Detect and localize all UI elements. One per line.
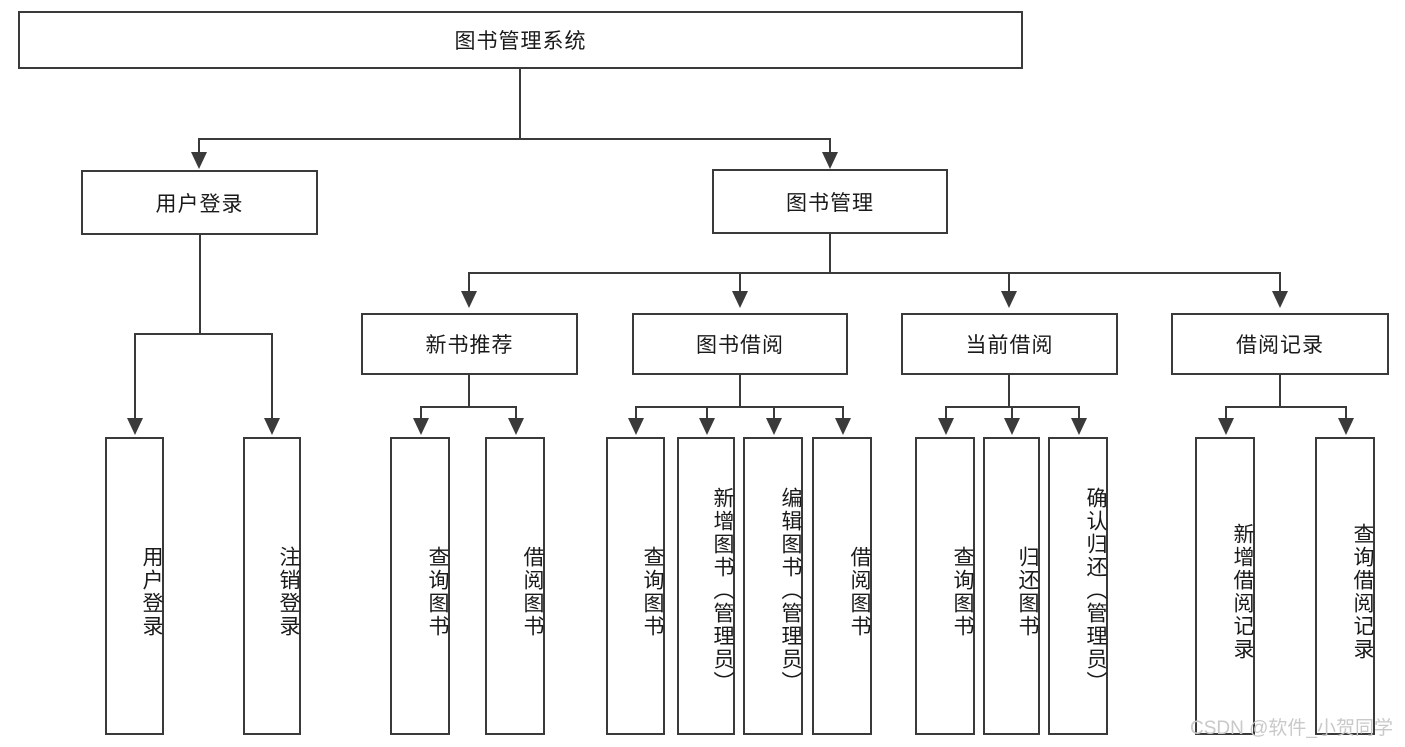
edge-root-stem (519, 69, 521, 139)
edge-user-login-stem (199, 235, 201, 334)
arrowhead-login-leaf (127, 418, 143, 435)
leaf-logout[interactable]: 注销登录 (243, 437, 301, 735)
node-root-system[interactable]: 图书管理系统 (18, 11, 1023, 69)
node-label: 查询借阅记录 (1351, 523, 1374, 661)
node-book-borrow[interactable]: 图书借阅 (632, 313, 848, 375)
node-label: 用户登录 (155, 192, 244, 216)
edge-book-mgmt-to-borrow (739, 272, 741, 294)
node-label: 注销登录 (277, 546, 300, 638)
edge-current-to-return (1011, 406, 1013, 421)
arrowhead-borrow-query (628, 418, 644, 435)
edge-borrow-to-lend (842, 406, 844, 421)
node-current-borrow[interactable]: 当前借阅 (901, 313, 1118, 375)
leaf-query-books-borrow[interactable]: 查询图书 (606, 437, 665, 735)
edge-borrow-stem (739, 375, 741, 407)
node-user-login[interactable]: 用户登录 (81, 170, 318, 235)
arrowhead-new-books (461, 291, 477, 308)
edge-book-mgmt-to-new-books (468, 272, 470, 294)
leaf-add-borrow-record[interactable]: 新增借阅记录 (1195, 437, 1255, 735)
leaf-lend-books[interactable]: 借阅图书 (812, 437, 872, 735)
edge-current-to-query (945, 406, 947, 421)
arrowhead-new-books-query (413, 418, 429, 435)
arrowhead-borrow-edit (766, 418, 782, 435)
arrowhead-records-query (1338, 418, 1354, 435)
node-label: 图书管理 (786, 191, 874, 215)
edge-new-books-to-borrow (515, 406, 517, 421)
arrowhead-records-add (1218, 418, 1234, 435)
arrowhead-new-books-borrow (508, 418, 524, 435)
node-label: 归还图书 (1016, 546, 1039, 638)
edge-borrow-bar (635, 406, 844, 408)
edge-book-mgmt-to-records (1279, 272, 1281, 294)
node-label: 查询图书 (641, 546, 664, 638)
node-label: 当前借阅 (965, 334, 1054, 357)
node-label: 新书推荐 (425, 334, 514, 357)
leaf-query-books-new[interactable]: 查询图书 (390, 437, 450, 735)
edge-root-to-book-mgmt (829, 138, 831, 156)
node-label: 图书管理系统 (454, 30, 587, 53)
edge-user-login-to-login-leaf (134, 333, 136, 421)
edge-book-mgmt-to-current (1008, 272, 1010, 294)
leaf-return-books[interactable]: 归还图书 (983, 437, 1040, 735)
arrowhead-current-confirm (1071, 418, 1087, 435)
node-label: 图书借阅 (696, 334, 784, 357)
arrowhead-current-return (1004, 418, 1020, 435)
node-label: 用户登录 (140, 546, 163, 638)
leaf-user-login[interactable]: 用户登录 (105, 437, 164, 735)
node-label: 借阅图书 (848, 546, 871, 638)
arrowhead-records (1272, 291, 1288, 308)
node-new-book-recommend[interactable]: 新书推荐 (361, 313, 578, 375)
node-label: 查询图书 (426, 546, 449, 638)
node-book-management[interactable]: 图书管理 (712, 169, 948, 234)
node-label: 查询图书 (951, 546, 974, 638)
leaf-confirm-return-admin[interactable]: 确认归还（管理员） (1048, 437, 1108, 735)
edge-user-login-to-logout-leaf (271, 333, 273, 421)
edge-records-to-query (1345, 406, 1347, 421)
edge-new-books-to-query (420, 406, 422, 421)
edge-records-bar (1225, 406, 1347, 408)
edge-user-login-bar (134, 333, 272, 335)
edge-records-to-add (1225, 406, 1227, 421)
edge-root-bar (198, 138, 831, 140)
edge-new-books-stem (468, 375, 470, 407)
edge-book-mgmt-stem (829, 234, 831, 273)
node-label: 编辑图书（管理员） (779, 486, 802, 694)
edge-borrow-to-query (635, 406, 637, 421)
edge-current-to-confirm (1078, 406, 1080, 421)
leaf-add-book-admin[interactable]: 新增图书（管理员） (677, 437, 735, 735)
node-label: 借阅图书 (521, 546, 544, 638)
arrowhead-current (1001, 291, 1017, 308)
edge-current-stem (1008, 375, 1010, 407)
edge-borrow-to-add (706, 406, 708, 421)
leaf-query-borrow-record[interactable]: 查询借阅记录 (1315, 437, 1375, 735)
edge-root-to-user-login (198, 138, 200, 156)
arrowhead-root-to-book-mgmt (822, 152, 838, 169)
node-label: 借阅记录 (1236, 334, 1324, 357)
leaf-query-books-current[interactable]: 查询图书 (915, 437, 975, 735)
node-label: 确认归还（管理员） (1084, 486, 1107, 694)
leaf-edit-book-admin[interactable]: 编辑图书（管理员） (743, 437, 803, 735)
arrowhead-root-to-user-login (191, 152, 207, 169)
edge-book-mgmt-bar (468, 272, 1280, 274)
node-label: 新增图书（管理员） (711, 486, 734, 694)
node-borrow-records[interactable]: 借阅记录 (1171, 313, 1389, 375)
edge-new-books-bar (420, 406, 517, 408)
node-label: 新增借阅记录 (1231, 523, 1254, 661)
arrowhead-borrow (732, 291, 748, 308)
edge-borrow-to-edit (773, 406, 775, 421)
arrowhead-borrow-add (699, 418, 715, 435)
arrowhead-current-query (938, 418, 954, 435)
arrowhead-logout-leaf (264, 418, 280, 435)
leaf-borrow-books-new[interactable]: 借阅图书 (485, 437, 545, 735)
edge-records-stem (1279, 375, 1281, 407)
arrowhead-borrow-lend (835, 418, 851, 435)
